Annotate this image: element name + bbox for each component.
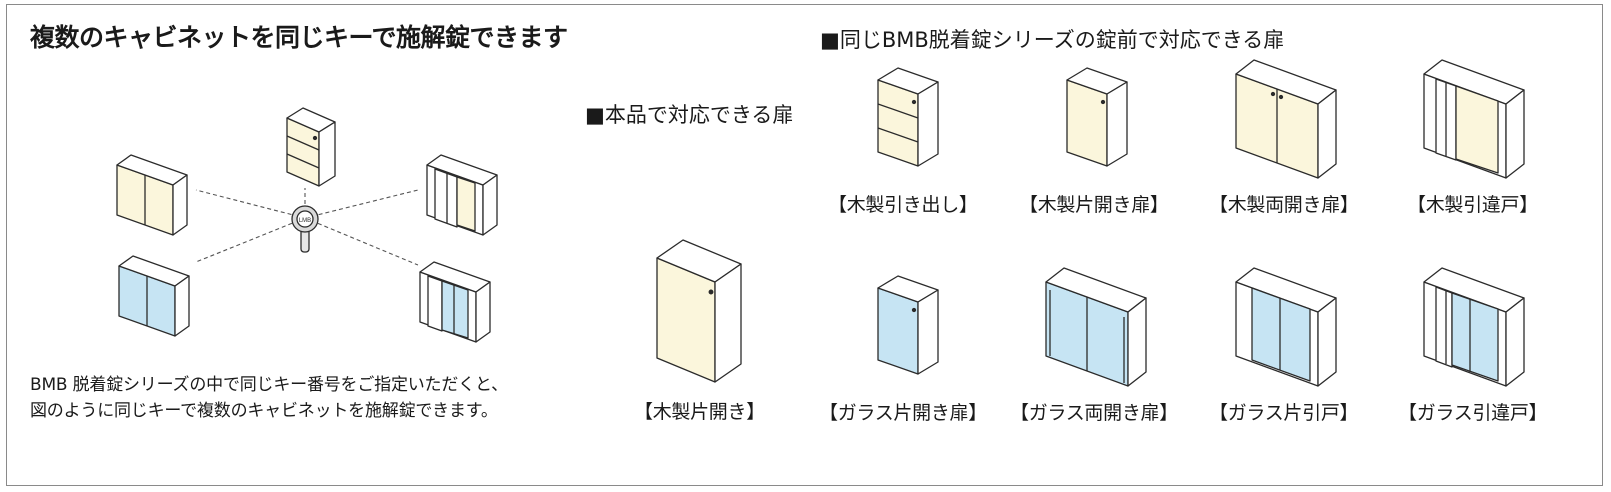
cabinet-glass-single-door-icon — [877, 275, 939, 375]
section-title-series: ■同じBMB脱着錠シリーズの錠前で対応できる扉 — [820, 28, 1285, 52]
section-title-compatible: ■本品で対応できる扉 — [585, 103, 794, 127]
cabinet-wood-double-door-large-icon — [1235, 59, 1337, 179]
cabinet-wood-single-door-icon — [1066, 67, 1128, 167]
cabinet-glass-double-door-icon — [118, 255, 190, 337]
key-icon: LMB — [291, 205, 319, 253]
caption-wood-single-door: 【木製片開き扉】 — [1019, 194, 1169, 216]
cabinet-glass-sliding-door-icon — [1423, 267, 1525, 387]
caption-glass-sliding: 【ガラス引違戸】 — [1398, 402, 1548, 424]
cabinet-glass-single-sliding-icon — [1235, 267, 1337, 387]
cabinet-wood-sliding-icon — [426, 154, 498, 236]
description-line-2: 図のように同じキーで複数のキャビネットを施解錠できます。 — [30, 401, 498, 421]
cabinet-glass-sliding-icon — [419, 261, 491, 343]
panel-frame — [6, 4, 1603, 486]
cabinet-wood-drawer-icon — [877, 67, 939, 167]
dashed-connector-lines — [195, 188, 419, 266]
caption-wood-double-door: 【木製両開き扉】 — [1209, 194, 1359, 216]
caption-wood-drawer: 【木製引き出し】 — [828, 194, 978, 216]
main-heading: 複数のキャビネットを同じキーで施解錠できます — [30, 23, 568, 52]
caption-glass-double-door: 【ガラス両開き扉】 — [1010, 402, 1178, 424]
cabinet-glass-double-door-large-icon — [1045, 267, 1147, 387]
caption-glass-single-sliding: 【ガラス片引戸】 — [1209, 402, 1359, 424]
cabinet-wood-sliding-door-icon — [1423, 59, 1525, 179]
cabinet-wood-double-door-icon — [116, 154, 188, 236]
description-line-1: BMB 脱着錠シリーズの中で同じキー番号をご指定いただくと、 — [30, 375, 508, 395]
caption-wood-sliding: 【木製引違戸】 — [1407, 194, 1538, 216]
caption-product-wood-single: 【木製片開き】 — [634, 401, 765, 423]
cabinet-product-wood-single-door-icon — [656, 239, 742, 383]
caption-glass-single-door: 【ガラス片開き扉】 — [819, 402, 987, 424]
key-badge-text: LMB — [299, 218, 311, 224]
cabinet-drawer-icon — [286, 107, 336, 187]
